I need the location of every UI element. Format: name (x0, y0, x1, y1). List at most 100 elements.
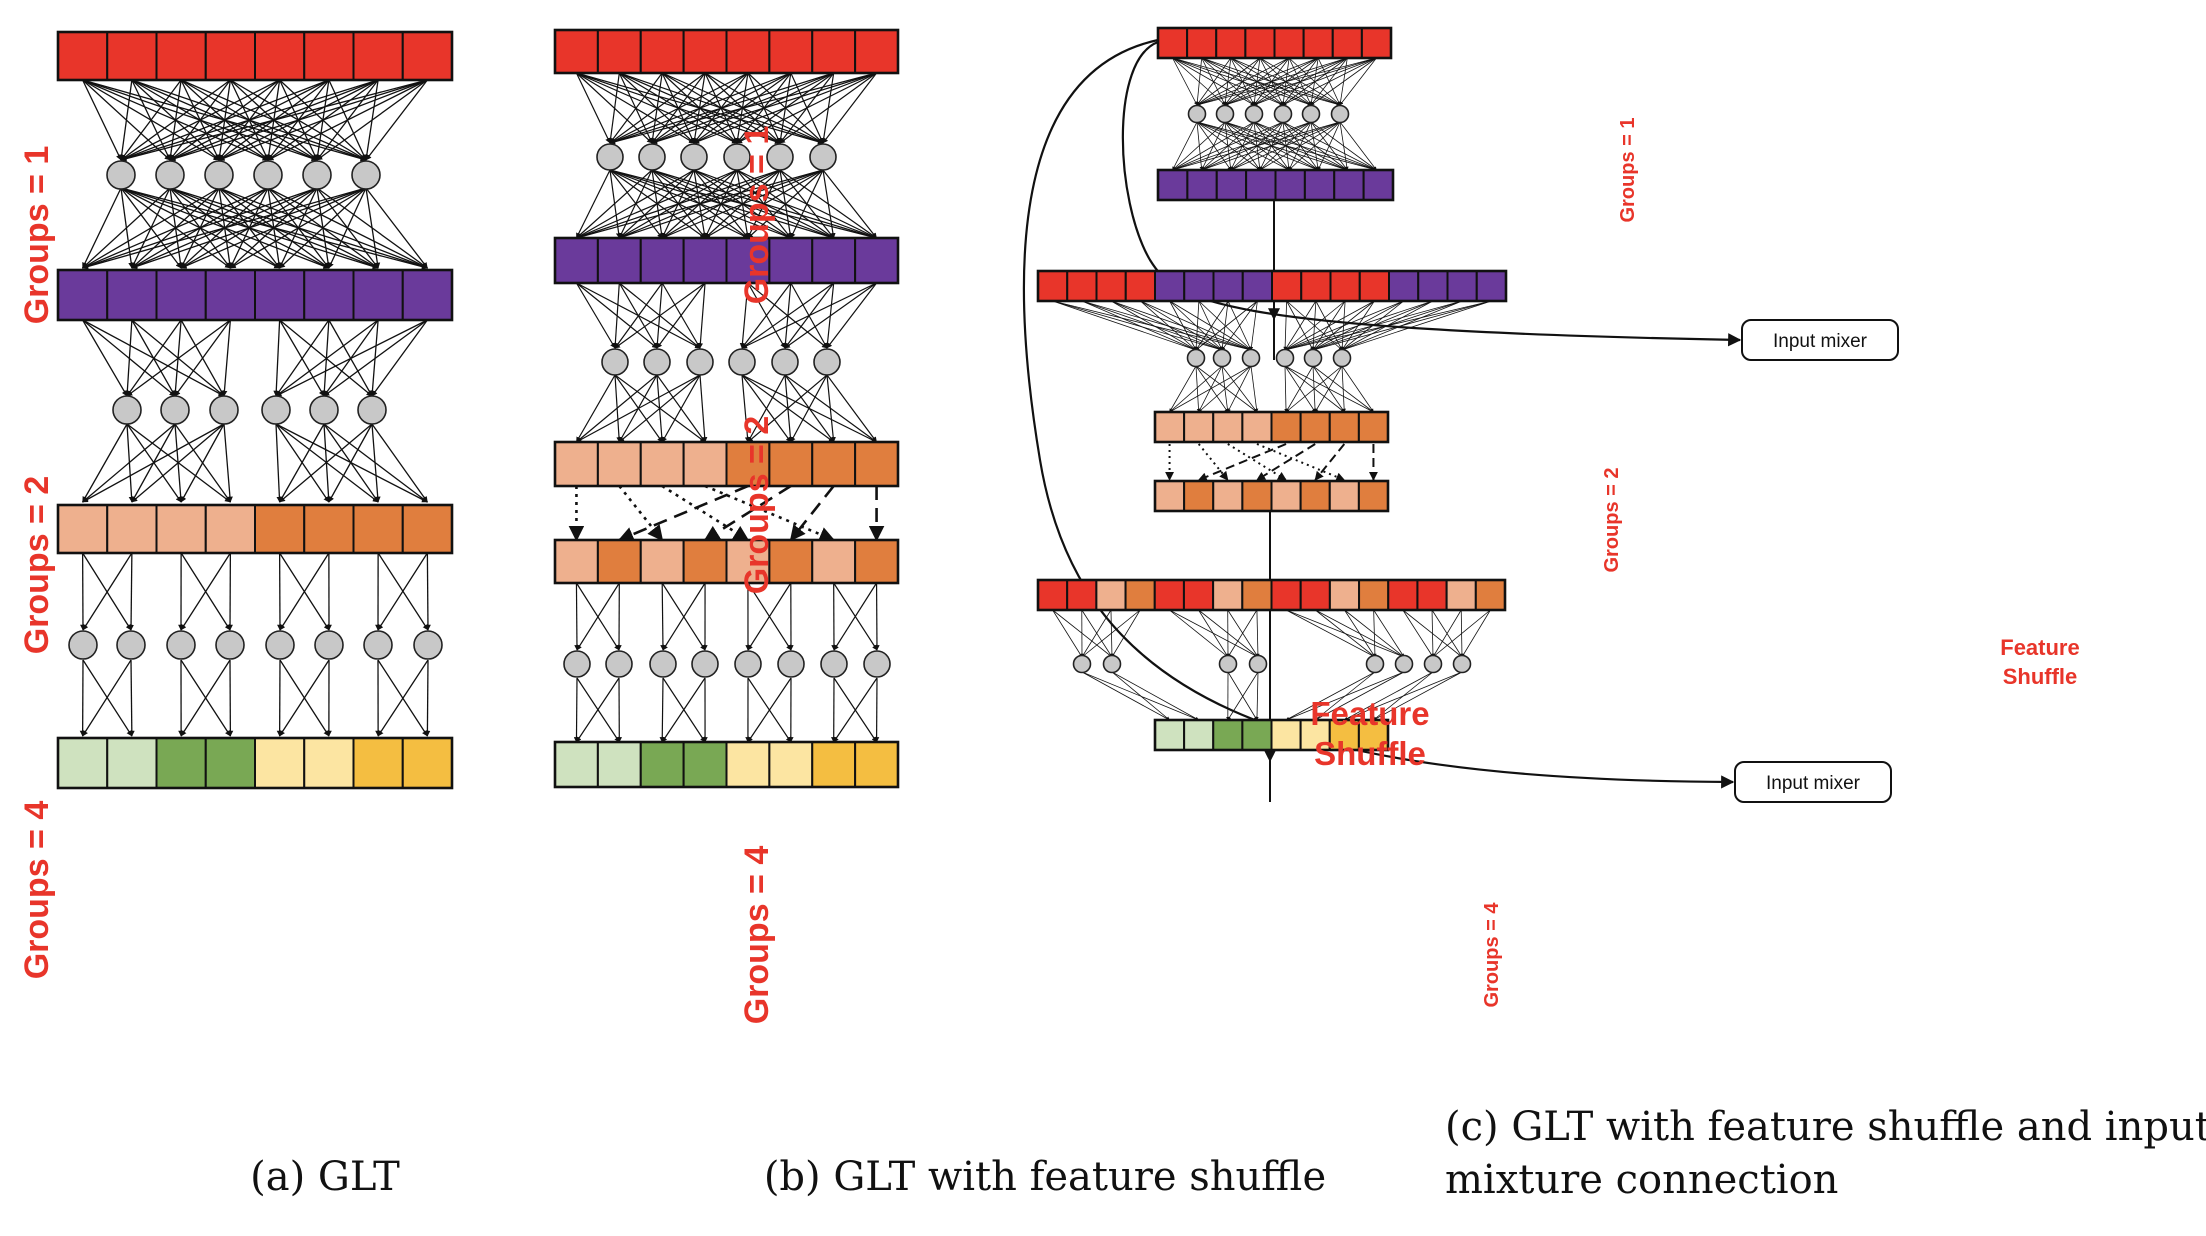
panel-a-purple-cell (57, 269, 109, 321)
panel-c-concat-1-outline (1036, 269, 1508, 303)
edge (118, 79, 133, 161)
panel-c-groups-2-label: Groups = 2 (1601, 467, 1623, 572)
panel-c-shuffle-label-line1: Feature (2000, 635, 2079, 660)
panel-a-input-cell (57, 31, 109, 81)
edge (1339, 121, 1349, 171)
panel-c-orange-cell (1183, 411, 1215, 443)
panel-c-concat-1-cell (1300, 270, 1332, 302)
edge (131, 423, 225, 503)
panel-c-concat-1-cell (1329, 270, 1361, 302)
panel-c-orange-cell (1299, 411, 1331, 443)
edge (747, 582, 792, 651)
edge (822, 169, 836, 239)
edge (1284, 300, 1404, 351)
panel-b-purple-cell (811, 237, 857, 284)
edge (1230, 121, 1341, 171)
neuron-a-2 (261, 395, 291, 425)
edge (82, 423, 128, 503)
edge (573, 677, 580, 743)
panel-a-orange-cell (254, 504, 306, 554)
panel-b-output-cell (682, 741, 728, 788)
panel-c-shuffled-cell (1299, 480, 1331, 512)
panel-b-input-cell (639, 29, 685, 74)
neuron-c-4 (1365, 654, 1385, 674)
panel-a-input-cell (254, 31, 306, 81)
panel-c-concat-2-cell (1095, 579, 1127, 611)
panel-b-groups-1-label: Groups = 1 (738, 126, 776, 305)
panel-a-output-cell (401, 737, 453, 789)
panel-b-purple-cell (854, 237, 899, 284)
panel-a-orange-cell (401, 504, 453, 554)
edge (1282, 57, 1377, 106)
edge (661, 484, 750, 542)
panel-a-output-cell (57, 737, 109, 789)
panel-c-orange-cell (1154, 411, 1186, 443)
panel-c-concat-2-cell (1387, 579, 1419, 611)
edge (741, 282, 792, 349)
neuron-a-1 (253, 160, 283, 190)
edge (120, 79, 182, 161)
panel-c-concat-1-cell (1095, 270, 1127, 302)
edge (1402, 609, 1434, 658)
edge (612, 282, 620, 349)
edge (1373, 671, 1463, 721)
edge (180, 552, 231, 631)
panel-c-input-cell (1360, 27, 1392, 59)
edge (617, 484, 749, 542)
edge (656, 282, 706, 349)
panel-b-purple-cell (639, 237, 685, 284)
edge (699, 374, 708, 443)
neuron-b-1 (680, 143, 708, 171)
edge (174, 319, 231, 397)
edge (703, 484, 792, 542)
neuron-a-4 (314, 630, 344, 660)
panel-c-purple-outline (1156, 168, 1395, 202)
panel-b-purple-cell (554, 237, 599, 284)
edge (223, 423, 233, 503)
panel-a-groups-4-label: Groups = 4 (18, 801, 56, 980)
edge (1373, 609, 1405, 658)
edge (747, 374, 786, 443)
panel-c-concat-2-cell (1153, 579, 1185, 611)
panel-b-orange-cell (596, 441, 642, 487)
edge (1315, 609, 1376, 658)
panel-b-purple-cell (596, 237, 642, 284)
edge (1341, 365, 1374, 413)
edge (82, 187, 269, 269)
edge (377, 659, 429, 737)
panel-a-purple-cell (204, 269, 256, 321)
edge (790, 169, 824, 239)
panel-c-concat-2-cell (1270, 579, 1302, 611)
edge (1314, 365, 1343, 413)
edge (747, 677, 792, 743)
panel-c-orange-cell (1270, 411, 1302, 443)
edge (82, 552, 133, 631)
edge (1253, 57, 1377, 106)
panel-c-shuffled-cell (1183, 480, 1215, 512)
neuron-a-4 (265, 630, 295, 660)
edge (651, 72, 877, 145)
panel-c-output-cell (1270, 719, 1302, 751)
edge (229, 187, 367, 269)
edge (1195, 365, 1201, 413)
edge (614, 282, 663, 349)
edge (218, 79, 428, 161)
edge (328, 423, 373, 503)
panel-c-output-cell (1212, 719, 1244, 751)
panel-b-purple-outline (553, 236, 900, 285)
panel-a-output-cell (303, 737, 355, 789)
edge (1285, 365, 1314, 413)
edge (377, 552, 428, 631)
panel-c-concat-1-cell (1271, 270, 1303, 302)
edge (371, 319, 428, 397)
panel-c-shuffled-cell (1357, 480, 1389, 512)
panel-a-purple-cell (106, 269, 158, 321)
edge (1285, 671, 1405, 721)
edge (1341, 300, 1492, 351)
neuron-a-1 (155, 160, 185, 190)
panel-b-shuffled-cell (639, 539, 685, 584)
panel-c-caption-line2: mixture connection (1445, 1157, 1838, 1203)
skip-connection-2 (1022, 38, 1735, 789)
neuron-b-4 (863, 650, 891, 678)
edge (739, 282, 749, 349)
